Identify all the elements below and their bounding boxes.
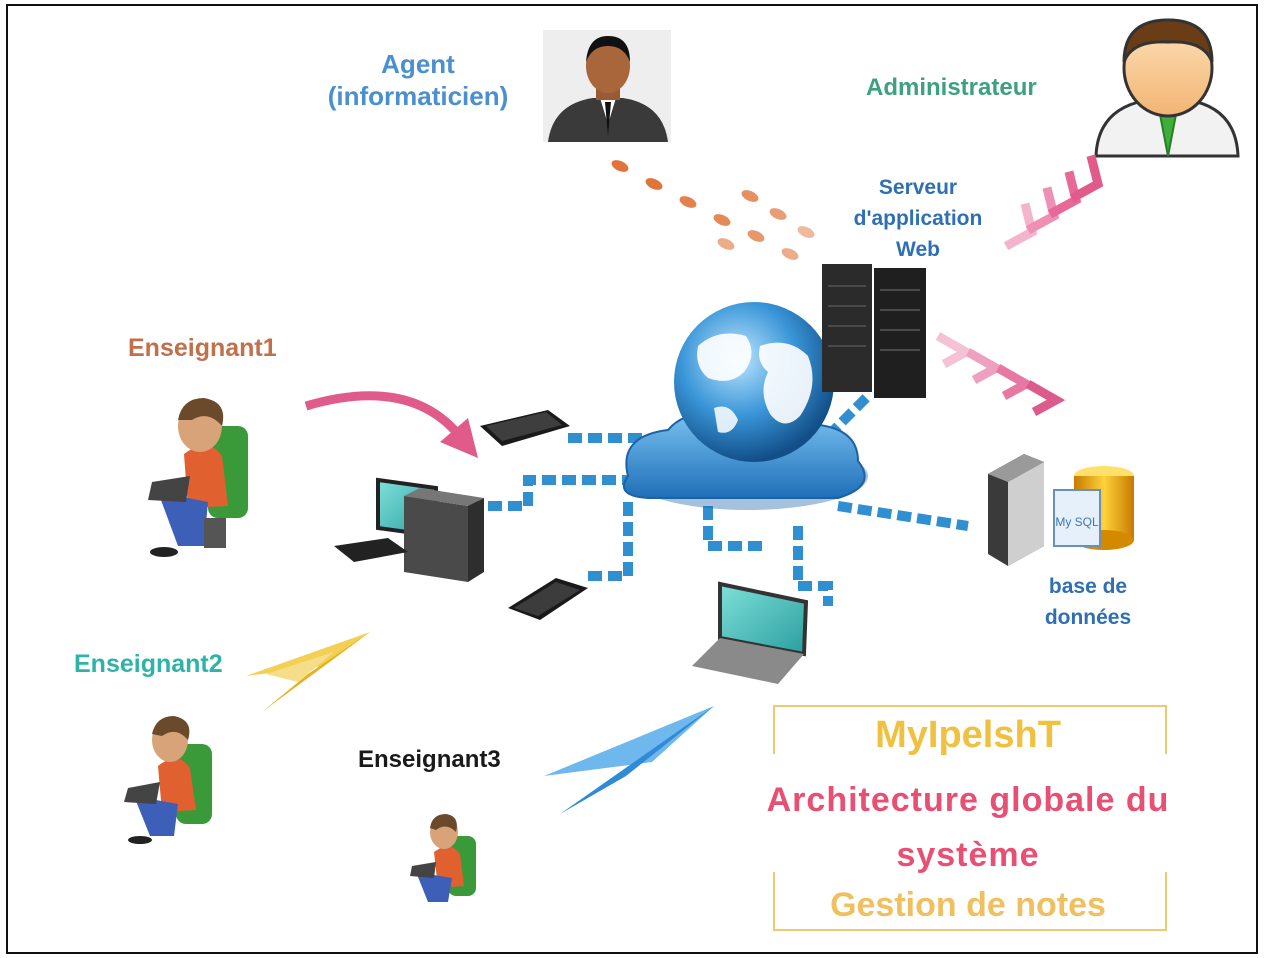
mysql-logo-text: My SQL: [1055, 515, 1099, 529]
teacher2-label: Enseignant2: [74, 650, 223, 678]
teacher3-label: Enseignant3: [358, 746, 501, 773]
teacher2-arrow: [246, 632, 370, 712]
admin-arrow-chevrons: [1003, 154, 1104, 251]
globe-icon: [674, 302, 834, 462]
app-name-title: MyIpelshT: [875, 714, 1061, 756]
web-server-icon: [822, 264, 926, 398]
tablet-icon: [480, 410, 570, 446]
database-label: base de données: [1044, 575, 1132, 629]
agent-label: Agent (informaticien): [327, 49, 509, 111]
desktop-computer-icon: [334, 477, 484, 582]
laptop-icon: [692, 581, 809, 684]
administrator-avatar-icon: [1094, 18, 1240, 158]
smartphone-icon: [508, 578, 588, 620]
mysql-database-icon: My SQL: [1053, 466, 1134, 550]
administrator-label: Administrateur: [866, 74, 1037, 101]
teacher1-label: Enseignant1: [128, 334, 277, 362]
subtitle: Gestion de notes: [830, 886, 1106, 924]
title-frame: [773, 705, 1167, 931]
main-title: Architecture globale du système: [766, 781, 1170, 874]
diagram-artwork: My SQL: [124, 18, 1240, 931]
database-server-icon: [988, 454, 1044, 566]
web-server-label: Serveur d'application Web: [853, 176, 983, 261]
agent-connection-dots: [611, 160, 815, 260]
teacher2-icon: [124, 716, 212, 844]
teacher3-arrow: [544, 706, 714, 814]
agent-avatar-icon: [543, 30, 671, 142]
architecture-diagram: My SQL: [6, 4, 1258, 954]
database-arrow-chevrons: [935, 332, 1066, 416]
teacher1-icon: [148, 398, 248, 557]
teacher3-icon: [410, 814, 476, 902]
teacher1-arrow: [304, 391, 478, 458]
